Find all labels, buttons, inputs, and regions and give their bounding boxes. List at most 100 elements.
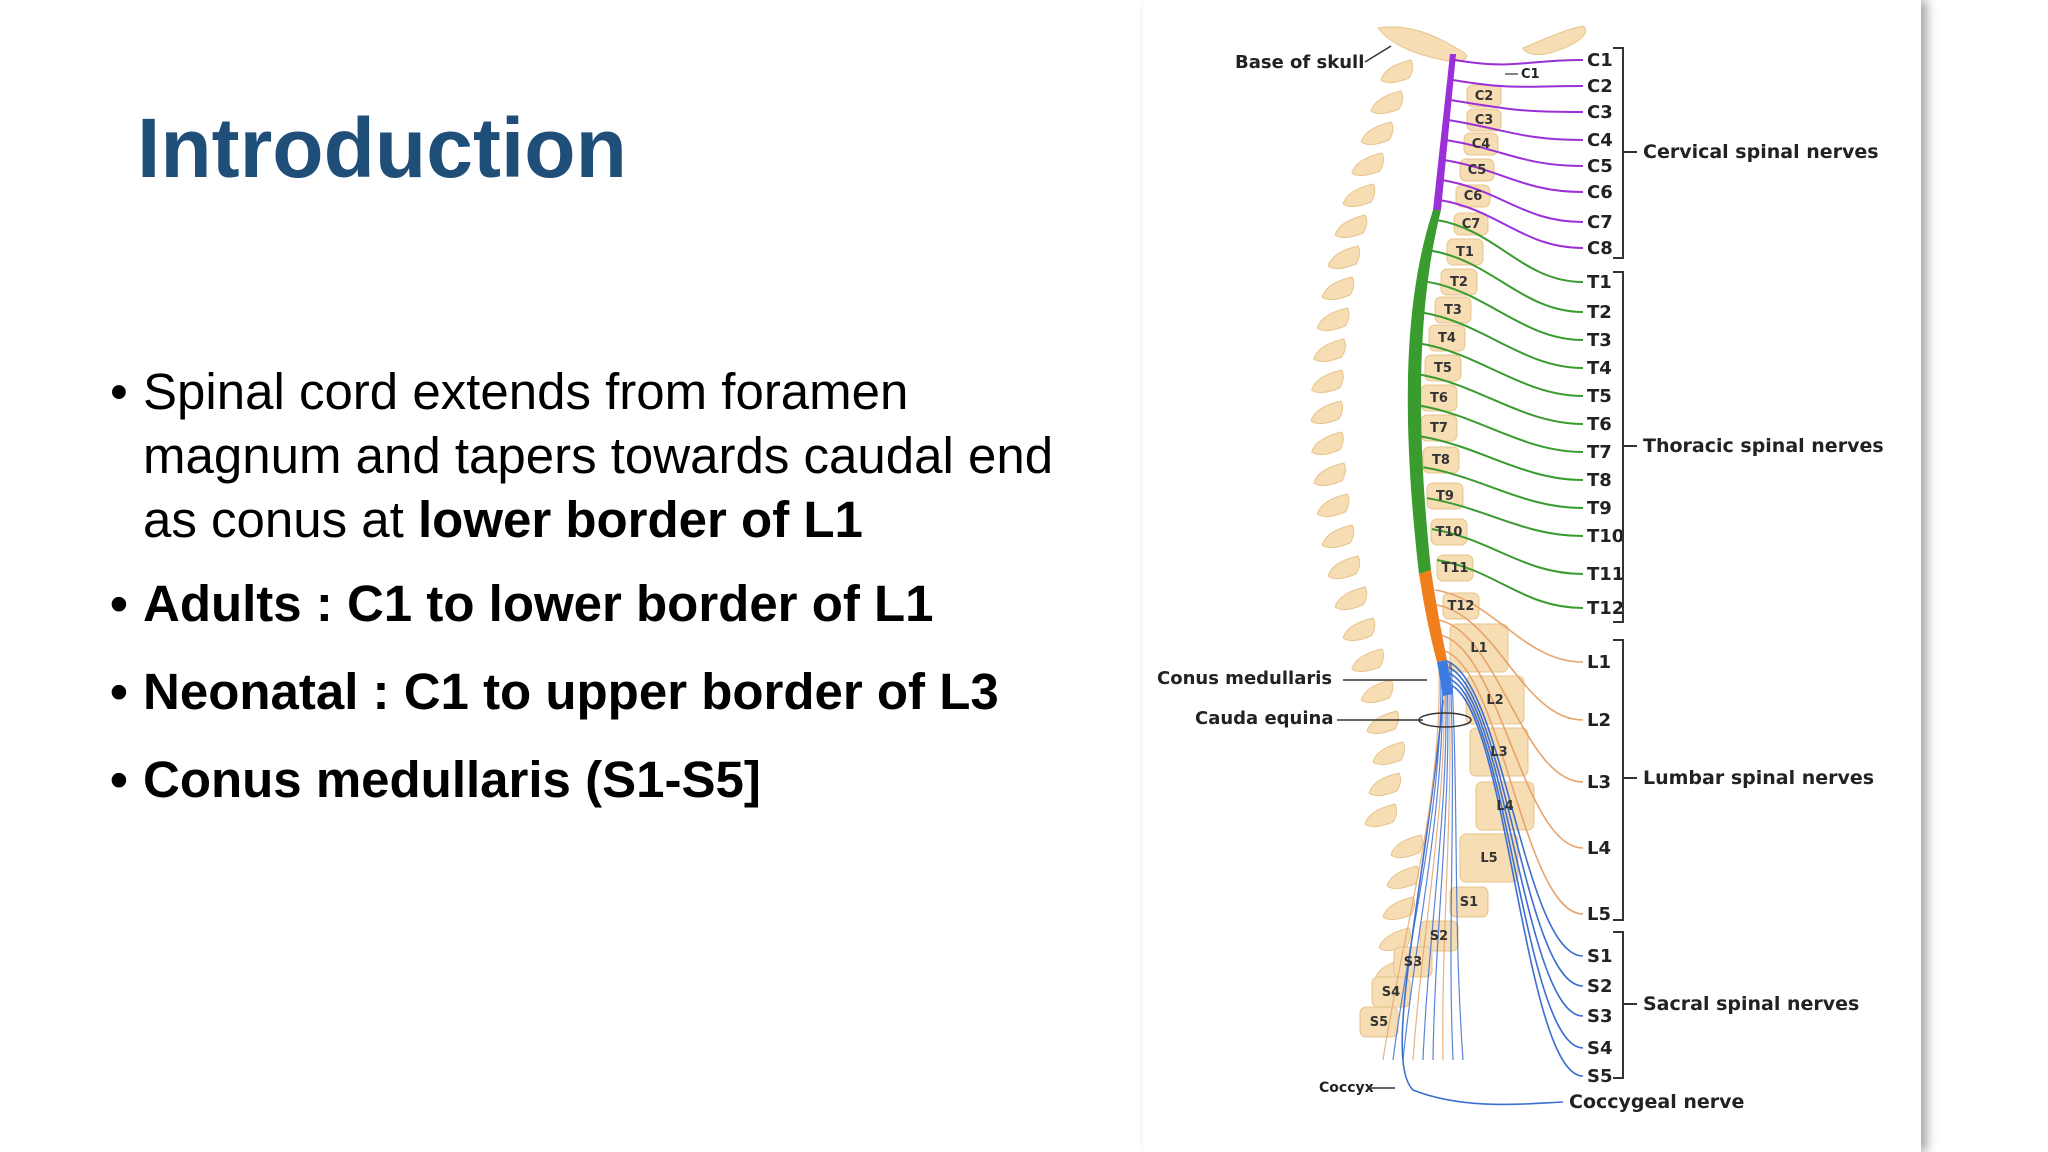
vertebral-body-t6 (1420, 384, 1458, 412)
label-base-of-skull: Base of skull (1235, 52, 1364, 73)
nerve-line-l1 (1434, 589, 1584, 663)
vertebra-label-s5: S5 (1370, 1015, 1388, 1030)
vertebra-process (1342, 617, 1376, 642)
vertebra-label-t11: T11 (1442, 561, 1469, 576)
nerve-label-t5: T5 (1587, 386, 1612, 407)
vertebral-body-t9 (1426, 482, 1464, 510)
vertebra-process (1313, 338, 1346, 363)
nerve-line-t8 (1420, 435, 1584, 481)
bullet-item: • Adults : C1 to lower border of L1 (110, 572, 1070, 636)
nerve-line-c1 (1454, 59, 1584, 66)
nerve-line-s4 (1445, 677, 1584, 1049)
label-c1-small: C1 (1521, 67, 1540, 82)
group-label-sacral: Sacral spinal nerves (1643, 993, 1859, 1015)
cord-thoracic (1407, 210, 1441, 574)
vertebra-process (1390, 834, 1424, 859)
bullet-dot: • (110, 663, 128, 720)
vertebra-process (1311, 369, 1344, 394)
vertebra-label-c2: C2 (1475, 89, 1494, 104)
nerve-label-s2: S2 (1587, 976, 1613, 997)
vertebra-process (1334, 214, 1368, 239)
nerve-label-l2: L2 (1587, 710, 1611, 731)
vertebra-label-t10: T10 (1436, 525, 1463, 540)
vertebra-label-l1: L1 (1470, 641, 1487, 656)
nerve-line-s3 (1444, 671, 1584, 1017)
nerve-label-c2: C2 (1587, 76, 1613, 97)
vertebra-process (1310, 400, 1344, 425)
vertebra-label-t2: T2 (1450, 275, 1468, 290)
nerve-label-t2: T2 (1587, 302, 1612, 323)
vertebra-process (1382, 896, 1416, 921)
nerve-line-c6 (1443, 159, 1584, 193)
nerve-label-t7: T7 (1587, 442, 1612, 463)
vertebral-body-l5 (1459, 833, 1519, 883)
vertebra-label-s2: S2 (1430, 929, 1448, 944)
label-conus-medullaris: Conus medullaris (1157, 668, 1332, 689)
bullet-text: Adults : C1 to lower border of L1 (143, 575, 934, 632)
vertebra-label-t3: T3 (1444, 303, 1462, 318)
nerve-line-t4 (1423, 311, 1584, 369)
spine-illustration: C2C3C4C5C6C7T1T2T3T4T5T6T7T8T9T10T11T12L… (1157, 25, 1884, 1113)
nerve-label-l4: L4 (1587, 838, 1611, 859)
nerve-line-t3 (1427, 280, 1584, 341)
bracket-lumbar (1613, 639, 1637, 921)
slide-title: Introduction (137, 101, 627, 195)
group-label-cervical: Cervical spinal nerves (1643, 141, 1879, 163)
nerve-line-l5 (1440, 649, 1584, 915)
label-coccyx: Coccyx (1319, 1080, 1374, 1096)
vertebra-label-t5: T5 (1434, 361, 1452, 376)
nerve-line-c4 (1448, 119, 1584, 141)
vertebra-process (1370, 90, 1404, 115)
nerve-labels: C1C2C3C4C5C6C7C8T1T2T3T4T5T6T7T8T9T10T11… (1587, 50, 1624, 1087)
cauda-fiber (1402, 661, 1444, 1061)
vertebra-label-s1: S1 (1460, 895, 1478, 910)
nerve-label-t6: T6 (1587, 414, 1612, 435)
nerve-label-t12: T12 (1587, 598, 1624, 619)
vertebra-label-c4: C4 (1472, 137, 1491, 152)
nerve-label-c6: C6 (1587, 182, 1613, 203)
vertebra-label-s3: S3 (1404, 955, 1422, 970)
nerve-label-s5: S5 (1587, 1066, 1613, 1087)
vertebra-label-s4: S4 (1382, 985, 1400, 1000)
vertebra-label-t1: T1 (1456, 245, 1474, 260)
skull-base-right (1522, 25, 1586, 56)
vertebra-process (1321, 276, 1355, 301)
vertebra-process (1321, 524, 1355, 549)
vertebra-process (1378, 927, 1412, 952)
vertebra-label-l4: L4 (1496, 799, 1513, 814)
bullet-item: • Spinal cord extends from foramen magnu… (110, 360, 1070, 552)
nerve-label-t1: T1 (1587, 272, 1612, 293)
bracket-thoracic (1613, 271, 1637, 623)
nerve-line-l2 (1436, 604, 1584, 721)
vertebral-body-t3 (1434, 296, 1472, 324)
nerve-line-t1 (1436, 219, 1584, 283)
cauda-fiber (1442, 661, 1451, 1061)
nerve-line-c5 (1446, 139, 1584, 167)
vertebra-process (1351, 152, 1385, 177)
group-label-thoracic: Thoracic spinal nerves (1643, 435, 1884, 457)
vertebra-process (1313, 462, 1346, 487)
vertebra-label-t7: T7 (1430, 421, 1448, 436)
vertebra-process (1360, 121, 1394, 146)
cauda-fiber (1432, 661, 1449, 1061)
vertebra-label-t12: T12 (1448, 599, 1475, 614)
nerve-line-l3 (1437, 619, 1584, 783)
bullet-text-bold: lower border of L1 (418, 491, 863, 548)
cauda-equina-fibers (1382, 661, 1464, 1061)
vertebra-process (1380, 59, 1414, 84)
bullet-dot: • (110, 751, 128, 808)
nerve-label-c3: C3 (1587, 102, 1613, 123)
nerve-label-t4: T4 (1587, 358, 1612, 379)
nerve-label-l1: L1 (1587, 652, 1611, 673)
nerve-label-s3: S3 (1587, 1006, 1613, 1027)
nerve-line-c3 (1450, 99, 1584, 113)
nerve-line-t6 (1419, 373, 1584, 425)
nerve-label-c8: C8 (1587, 238, 1613, 259)
vertebra-process (1351, 648, 1385, 673)
vertebra-process (1364, 803, 1398, 828)
vertebra-process (1334, 586, 1368, 611)
label-coccygeal-nerve: Coccygeal nerve (1569, 1091, 1744, 1113)
vertebra-label-c7: C7 (1462, 217, 1481, 232)
vertebra-label-c3: C3 (1475, 113, 1494, 128)
